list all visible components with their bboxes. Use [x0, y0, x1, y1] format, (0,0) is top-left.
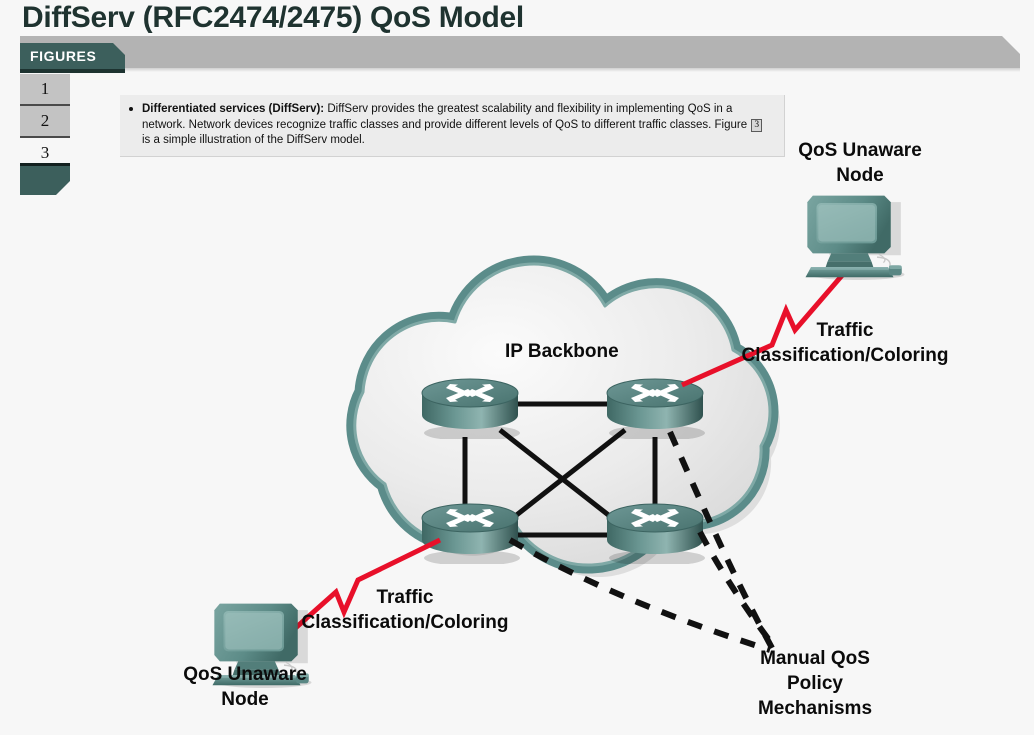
router-top-right[interactable]	[606, 378, 705, 441]
label-traffic-top-right-line2: Classification/Coloring	[741, 345, 949, 366]
label-manual-qos-line1: Manual QoS	[760, 648, 870, 669]
label-node-top-right-line2: Node	[836, 165, 884, 186]
label-traffic-top-right-line1: Traffic	[816, 320, 874, 341]
label-node-bottom-left: QoS Unaware Node	[145, 662, 345, 712]
sidebar-item-figure-3[interactable]: 3	[20, 138, 70, 168]
label-traffic-bottom-left-line2: Classification/Coloring	[301, 612, 509, 633]
router-top-left[interactable]	[421, 378, 520, 441]
label-manual-qos: Manual QoS Policy Mechanisms	[690, 646, 940, 721]
label-traffic-bottom-left: Traffic Classification/Coloring	[260, 585, 550, 635]
traffic-classification-line-bottom-left	[280, 537, 442, 642]
sidebar-item-figure-1-label: 1	[40, 79, 50, 98]
label-node-top-right-line1: QoS Unaware	[798, 140, 922, 161]
sidebar-item-figure-1[interactable]: 1	[20, 74, 70, 104]
router-bottom-right[interactable]	[606, 503, 705, 566]
ip-backbone-cloud	[346, 255, 780, 578]
computer-icon-top-right[interactable]	[804, 194, 906, 281]
router-links	[462, 401, 658, 538]
page-title: DiffServ (RFC2474/2475) QoS Model	[22, 1, 524, 34]
sidebar-item-figure-3-label: 3	[40, 143, 50, 162]
figure-reference-badge[interactable]: 3	[751, 118, 763, 132]
traffic-classification-line-top-right	[680, 270, 847, 388]
header-bar	[20, 36, 1020, 68]
sidebar-item-figure-2-label: 2	[40, 111, 50, 130]
sidebar-separator-1	[20, 104, 70, 106]
tab-figures-label: FIGURES	[30, 48, 97, 64]
label-ip-backbone: IP Backbone	[505, 341, 619, 362]
label-node-top-right: QoS Unaware Node	[760, 138, 960, 188]
label-traffic-bottom-left-line1: Traffic	[376, 587, 434, 608]
label-node-bottom-left-line1: QoS Unaware	[183, 664, 307, 685]
label-traffic-top-right: Traffic Classification/Coloring	[700, 318, 990, 368]
label-manual-qos-line2: Policy	[787, 673, 843, 694]
callout-panel: Differentiated services (DiffServ): Diff…	[120, 95, 785, 157]
callout-body-2: is a simple illustration of the DiffServ…	[142, 134, 365, 146]
callout-lead: Differentiated services (DiffServ):	[142, 103, 325, 115]
manual-qos-dashed-lines	[508, 430, 778, 653]
callout-body-1: DiffServ provides the greatest scalabili…	[142, 103, 751, 131]
bullet-icon	[129, 107, 133, 111]
label-manual-qos-line3: Mechanisms	[757, 698, 873, 719]
tab-figures-underline	[20, 69, 125, 73]
label-node-bottom-left-line2: Node	[221, 689, 269, 710]
sidebar-separator-2	[20, 136, 70, 138]
sidebar-item-figure-2[interactable]: 2	[20, 106, 70, 136]
tab-figures[interactable]: FIGURES	[20, 43, 125, 69]
router-bottom-left[interactable]	[421, 503, 520, 566]
header-bar-shadow	[20, 68, 1020, 72]
